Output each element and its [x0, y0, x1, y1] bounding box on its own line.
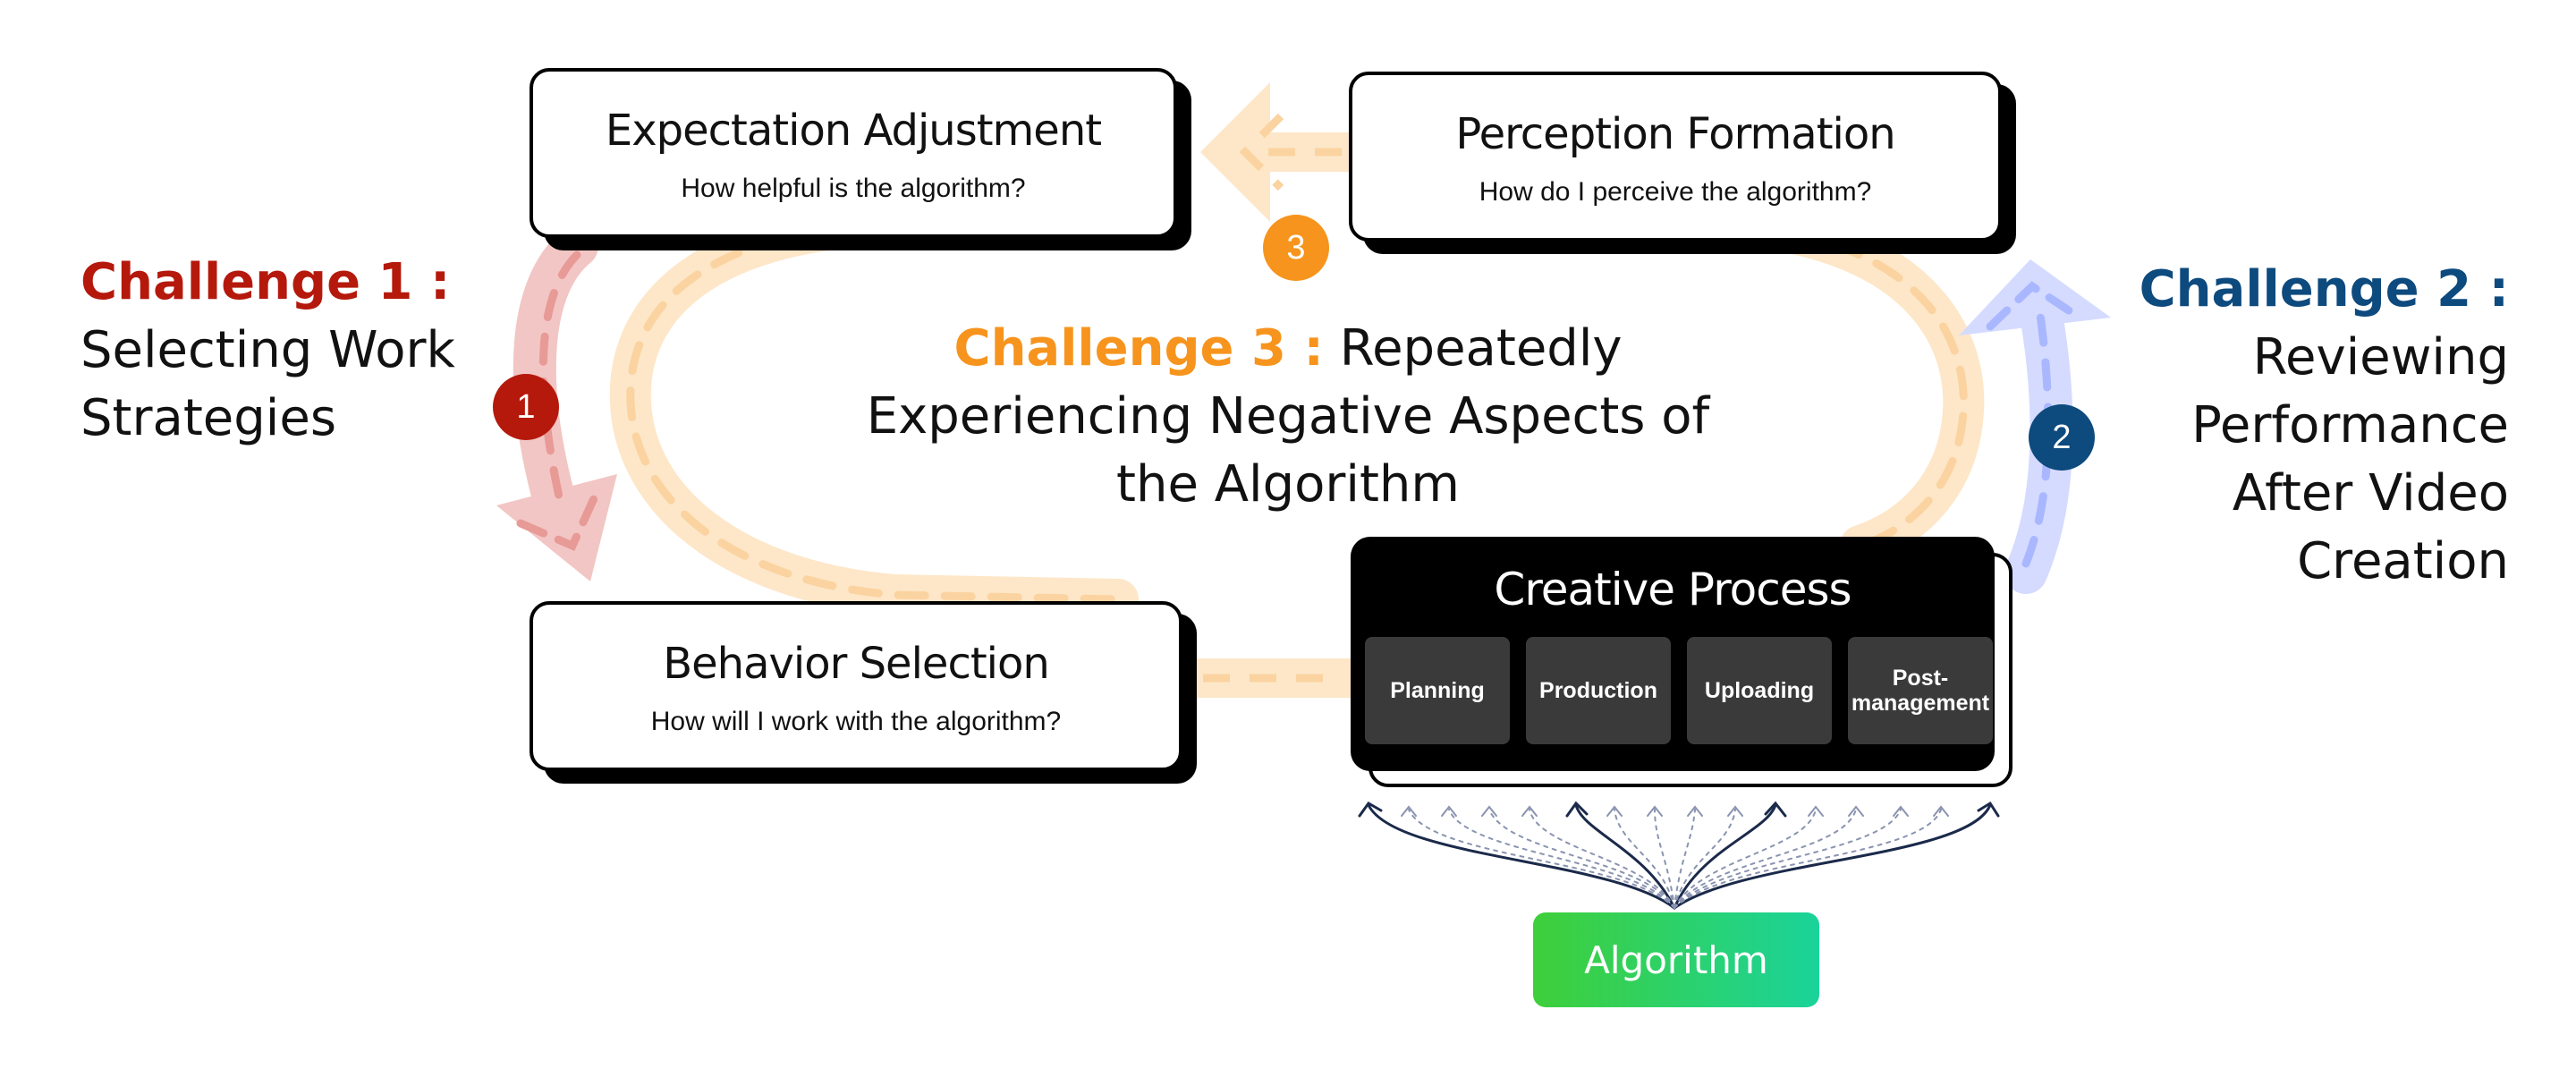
- step-planning: Planning: [1365, 637, 1510, 744]
- behavior-title: Behavior Selection: [663, 639, 1050, 689]
- expectation-adjustment-box: Expectation Adjustment How helpful is th…: [530, 68, 1177, 238]
- perception-subtitle: How do I perceive the algorithm?: [1479, 177, 1872, 207]
- challenge2-line3: After Video: [2232, 464, 2509, 522]
- challenge3-heading: Challenge 3 :: [953, 319, 1324, 378]
- challenge1-heading: Challenge 1 :: [80, 253, 451, 311]
- behavior-subtitle: How will I work with the algorithm?: [650, 707, 1062, 736]
- challenge3-line1-rest: Repeatedly: [1323, 319, 1623, 378]
- challenge1-arrowhead: [496, 474, 617, 581]
- step-uploading: Uploading: [1687, 637, 1832, 744]
- step-production: Production: [1526, 637, 1671, 744]
- challenge2-heading: Challenge 2 :: [2139, 260, 2509, 318]
- challenge2-arrowhead: [1959, 259, 2111, 335]
- challenge2-label: Challenge 2 : Reviewing Performance Afte…: [2140, 256, 2509, 596]
- challenge2-line2: Performance: [2191, 396, 2509, 454]
- expectation-subtitle: How helpful is the algorithm?: [681, 174, 1026, 203]
- challenge1-line2: Strategies: [80, 389, 336, 447]
- loop-arrowhead-top: [1200, 82, 1270, 222]
- challenge1-arrow: [513, 225, 598, 522]
- behavior-selection-box: Behavior Selection How will I work with …: [530, 601, 1182, 771]
- creative-steps: Planning Production Uploading Post- mana…: [1365, 637, 1993, 744]
- creative-title: Creative Process: [1494, 564, 1852, 615]
- algorithm-influence-arrows: [1358, 801, 2000, 910]
- challenge3-line1: Challenge 3 : Repeatedly: [859, 315, 1717, 383]
- challenge2-line1: Reviewing: [2252, 328, 2509, 386]
- step-post-management: Post- management: [1848, 637, 1993, 744]
- badge-2: 2: [2029, 404, 2095, 471]
- creative-process-box: Creative Process Planning Production Upl…: [1351, 537, 1995, 771]
- algorithm-box: Algorithm: [1533, 912, 1819, 1007]
- challenge1-label: Challenge 1 : Selecting Work Strategies: [80, 249, 455, 453]
- perception-formation-box: Perception Formation How do I perceive t…: [1349, 72, 2002, 242]
- challenge1-line1: Selecting Work: [80, 321, 455, 379]
- challenge3-label: Challenge 3 : Repeatedly Experiencing Ne…: [859, 315, 1717, 519]
- perception-title: Perception Formation: [1455, 109, 1895, 159]
- challenge2-line4: Creation: [2297, 532, 2509, 590]
- badge-3: 3: [1263, 215, 1329, 281]
- challenge3-line2: Experiencing Negative Aspects of: [866, 387, 1710, 445]
- challenge3-line3: the Algorithm: [1116, 455, 1460, 513]
- expectation-title: Expectation Adjustment: [605, 106, 1102, 156]
- loop-arrow-right: [1768, 212, 1985, 566]
- badge-1: 1: [493, 374, 559, 440]
